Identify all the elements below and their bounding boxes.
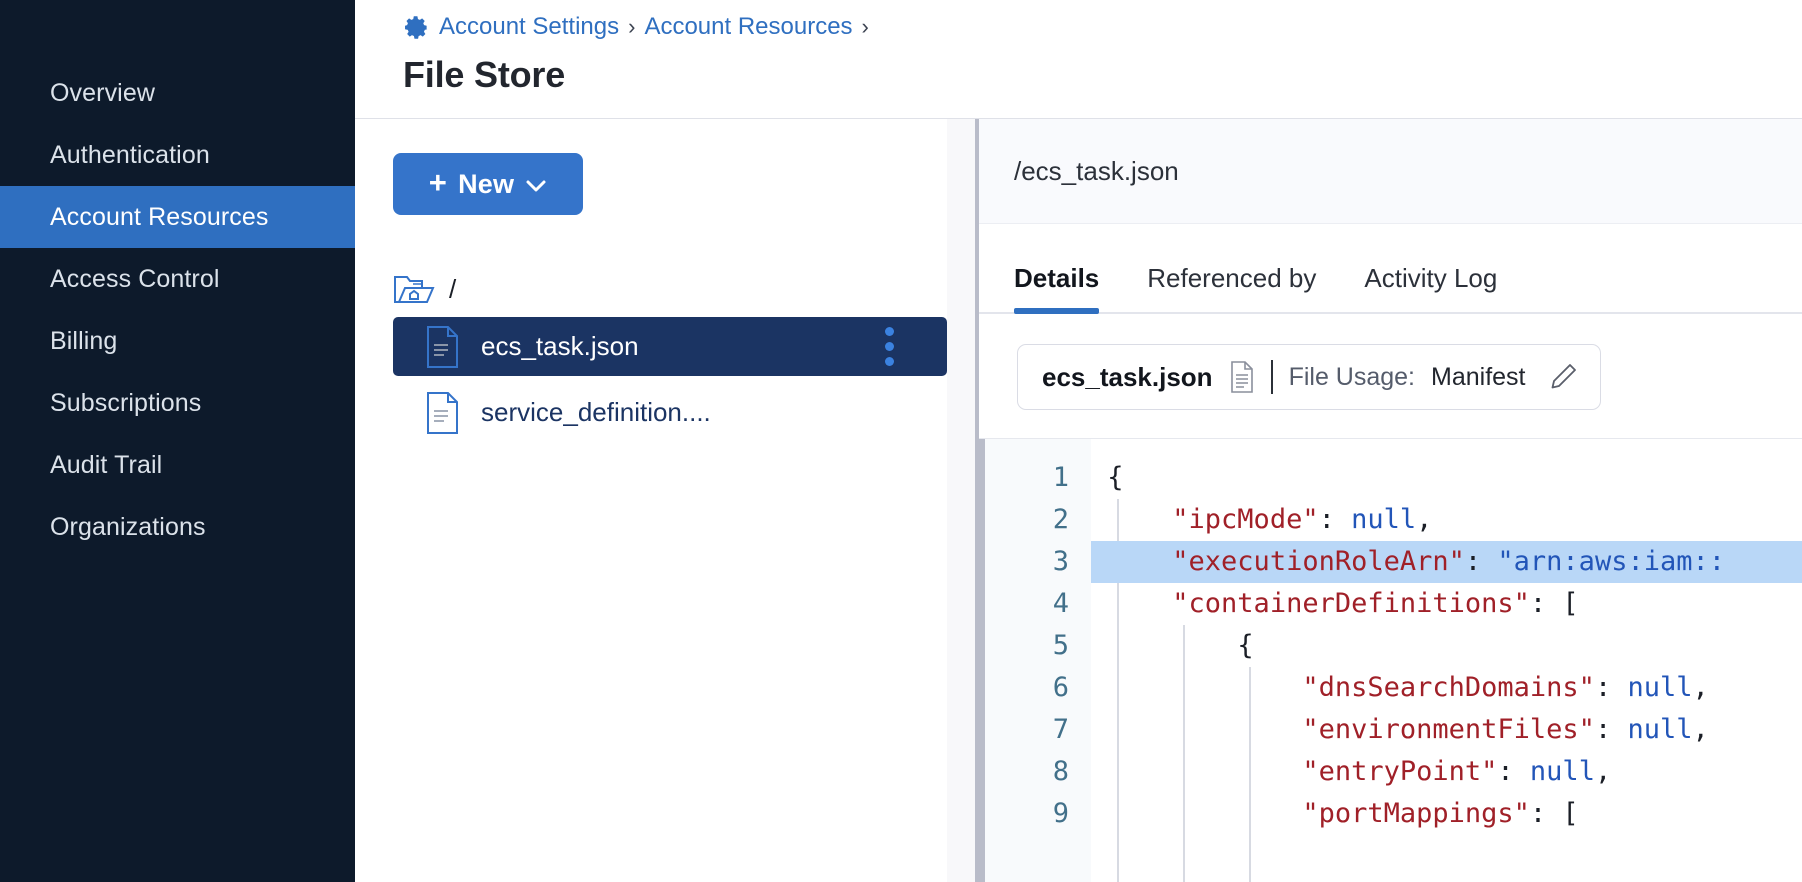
sidebar-item-authentication[interactable]: Authentication bbox=[0, 124, 355, 186]
plus-icon: + bbox=[428, 165, 448, 200]
line-number: 8 bbox=[1052, 756, 1069, 787]
editor-line-numbers: 1 2 3 4 5 6 7 8 9 bbox=[985, 439, 1091, 882]
line-number: 5 bbox=[1052, 630, 1069, 661]
sidebar-item-label: Account Resources bbox=[50, 202, 269, 231]
file-list-item[interactable]: ecs_task.json bbox=[393, 317, 947, 376]
page-title: File Store bbox=[403, 54, 566, 95]
line-number: 4 bbox=[1052, 588, 1069, 619]
sidebar-item-label: Access Control bbox=[50, 264, 220, 293]
pane-gap bbox=[947, 119, 975, 882]
breadcrumb-separator-2: › bbox=[861, 14, 869, 39]
sidebar-item-label: Billing bbox=[50, 326, 118, 355]
editor-code-area: { "ipcMode": null, "executionRoleArn": "… bbox=[1091, 439, 1802, 882]
usage-separator bbox=[1270, 360, 1273, 394]
folder-home-icon bbox=[393, 272, 435, 306]
sidebar-item-label: Authentication bbox=[50, 140, 210, 169]
file-browser-pane: + New bbox=[355, 119, 947, 882]
code-line: "environmentFiles": null, bbox=[1302, 714, 1709, 745]
kebab-menu-icon[interactable] bbox=[885, 327, 894, 366]
page-header: Account Settings › Account Resources › F… bbox=[355, 0, 1802, 119]
details-tabs: Details Referenced by Activity Log bbox=[979, 224, 1802, 314]
file-usage-value: Manifest bbox=[1431, 362, 1526, 391]
indent-guide-2 bbox=[1183, 625, 1185, 882]
file-tree: / ecs_task.json service_definition.... bbox=[393, 268, 947, 442]
content-body: + New bbox=[355, 119, 1802, 882]
sidebar-item-subscriptions[interactable]: Subscriptions bbox=[0, 372, 355, 434]
file-usage-wrap: ecs_task.json File Usage: Manifest bbox=[979, 314, 1802, 410]
tab-referenced-by[interactable]: Referenced by bbox=[1147, 263, 1317, 293]
sidebar-item-organizations[interactable]: Organizations bbox=[0, 496, 355, 558]
pane-divider[interactable] bbox=[975, 119, 979, 882]
tree-root-label: / bbox=[449, 273, 457, 304]
sidebar-item-overview[interactable]: Overview bbox=[0, 62, 355, 124]
file-list-item-label: service_definition.... bbox=[481, 397, 711, 427]
file-document-icon bbox=[426, 325, 459, 368]
file-list-item[interactable]: service_definition.... bbox=[393, 383, 947, 442]
editor-left-edge bbox=[979, 439, 985, 882]
code-line: "ipcMode": null, bbox=[1172, 504, 1433, 535]
file-usage-name: ecs_task.json bbox=[1042, 361, 1213, 392]
sidebar-item-label: Organizations bbox=[50, 512, 206, 541]
line-number: 6 bbox=[1052, 672, 1069, 703]
breadcrumb: Account Settings › Account Resources › bbox=[403, 9, 1802, 45]
json-code-editor[interactable]: 1 2 3 4 5 6 7 8 9 { "ipcMode": null, "executionR… bbox=[979, 438, 1802, 882]
line-number: 7 bbox=[1052, 714, 1069, 745]
code-line: { bbox=[1237, 630, 1254, 661]
sidebar-item-billing[interactable]: Billing bbox=[0, 310, 355, 372]
file-path-bar: /ecs_task.json bbox=[979, 119, 1802, 224]
indent-guide-3 bbox=[1249, 667, 1251, 882]
gear-icon bbox=[403, 14, 430, 41]
tab-details[interactable]: Details bbox=[1014, 263, 1100, 314]
line-number: 2 bbox=[1052, 504, 1069, 535]
code-line: "executionRoleArn": "arn:aws:iam:: bbox=[1091, 541, 1802, 583]
breadcrumb-link-account-resources[interactable]: Account Resources bbox=[644, 13, 853, 40]
code-line: "dnsSearchDomains": null, bbox=[1302, 672, 1709, 703]
sidebar-item-label: Subscriptions bbox=[50, 388, 202, 417]
pencil-icon[interactable] bbox=[1542, 362, 1578, 392]
file-list-item-label: ecs_task.json bbox=[481, 331, 639, 361]
sidebar-item-label: Overview bbox=[50, 78, 155, 107]
code-line: "containerDefinitions": [ bbox=[1172, 588, 1579, 619]
new-button-label: New bbox=[458, 168, 515, 199]
chevron-down-icon bbox=[525, 176, 547, 193]
code-line: { bbox=[1107, 462, 1124, 493]
line-number: 1 bbox=[1052, 462, 1069, 493]
new-button[interactable]: + New bbox=[393, 153, 583, 215]
file-lines-icon bbox=[1229, 361, 1255, 393]
file-usage-label: File Usage: bbox=[1288, 362, 1416, 391]
sidebar-item-label: Audit Trail bbox=[50, 450, 163, 479]
sidebar-item-access-control[interactable]: Access Control bbox=[0, 248, 355, 310]
file-details-pane: /ecs_task.json Details Referenced by Activ… bbox=[979, 119, 1802, 882]
code-line: "portMappings": [ bbox=[1302, 798, 1579, 829]
breadcrumb-separator-1: › bbox=[628, 14, 636, 39]
line-number: 9 bbox=[1052, 798, 1069, 829]
file-document-icon bbox=[426, 391, 459, 434]
main-content: Account Settings › Account Resources › F… bbox=[355, 0, 1802, 882]
file-usage-box: ecs_task.json File Usage: Manifest bbox=[1017, 344, 1601, 410]
line-number: 3 bbox=[1052, 546, 1069, 577]
tree-root-folder[interactable]: / bbox=[393, 268, 947, 310]
sidebar-item-account-resources[interactable]: Account Resources bbox=[0, 186, 355, 248]
code-line: "entryPoint": null, bbox=[1302, 756, 1612, 787]
tab-activity-log[interactable]: Activity Log bbox=[1364, 263, 1498, 293]
sidebar-item-audit-trail[interactable]: Audit Trail bbox=[0, 434, 355, 496]
breadcrumb-link-account-settings[interactable]: Account Settings bbox=[439, 13, 620, 40]
